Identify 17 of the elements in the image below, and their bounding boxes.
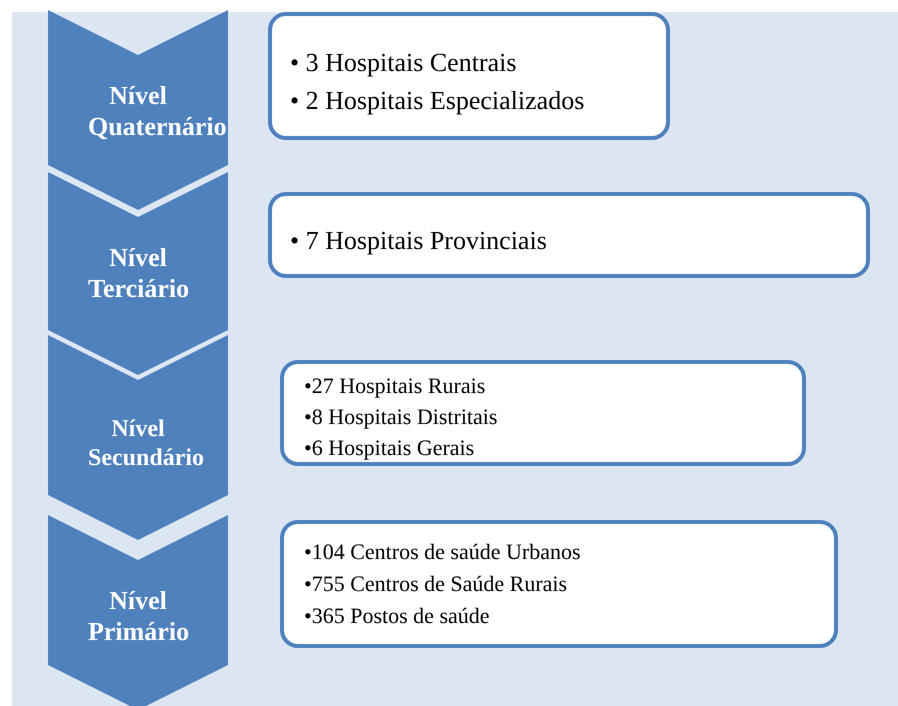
list-box (268, 192, 870, 278)
list-item: •104 Centros de saúde Urbanos (304, 538, 582, 566)
list-item: •365 Postos de saúde (304, 602, 491, 630)
level-label: Nível Quaternário (87, 80, 228, 142)
list-item: •6 Hospitais Gerais (304, 434, 476, 462)
list-box (268, 12, 670, 140)
level-label: Nível Secundário (87, 415, 206, 473)
list-item: •27 Hospitais Rurais (304, 372, 486, 400)
list-box (280, 360, 806, 466)
level-label: Nível Primário (87, 585, 190, 648)
list-item: • 2 Hospitais Especializados (290, 85, 586, 117)
list-box (280, 520, 838, 648)
list-item: • 3 Hospitais Centrais (290, 47, 518, 79)
list-item: • 7 Hospitais Provinciais (290, 225, 548, 257)
list-item: •755 Centros de Saúde Rurais (304, 570, 568, 598)
level-label: Nível Terciário (87, 242, 190, 304)
list-item: •8 Hospitais Distritais (304, 403, 498, 431)
